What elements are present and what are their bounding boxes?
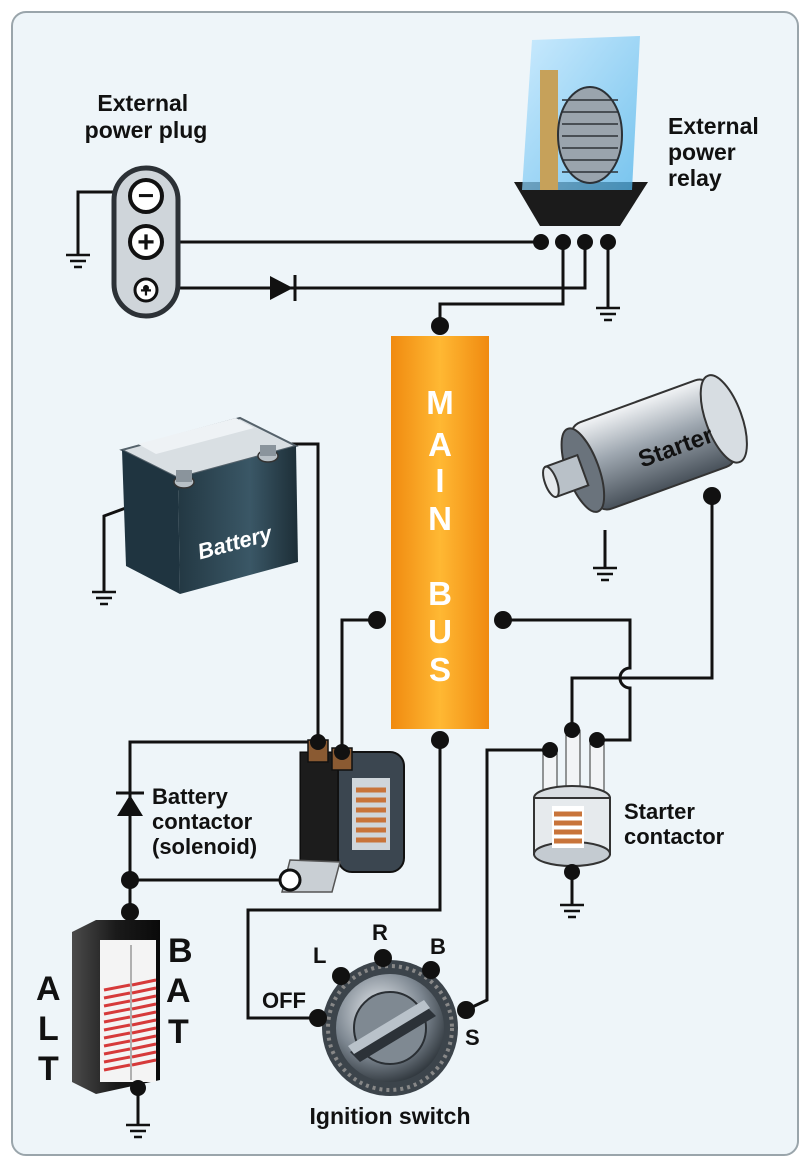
position-b: B: [430, 934, 446, 959]
ignition-switch[interactable]: [309, 949, 475, 1096]
main-bus-letter: M: [426, 384, 454, 421]
main-bus-letter: I: [435, 462, 444, 499]
main-bus: M A I N B U S: [391, 336, 489, 729]
battery-contactor-label: Battery contactor (solenoid): [152, 784, 258, 859]
switch-position-dots: [309, 949, 475, 1027]
svg-text:L: L: [38, 1010, 59, 1048]
main-bus-letter: B: [428, 575, 452, 612]
ground-icon: [66, 253, 90, 269]
plug-plus-symbol: +: [137, 226, 155, 259]
ground-icon: [560, 903, 584, 919]
svg-text:B: B: [168, 932, 193, 970]
main-bus-letter: U: [428, 613, 452, 650]
main-bus-letter: S: [429, 651, 451, 688]
ignition-positions: OFF L R B S: [262, 920, 480, 1050]
position-r: R: [372, 920, 388, 945]
battery: Battery: [119, 416, 299, 594]
position-s: S: [465, 1025, 480, 1050]
svg-text:T: T: [168, 1013, 189, 1051]
connection-dots: [121, 285, 721, 921]
position-off: OFF: [262, 988, 306, 1013]
starter-contactor-label: Starter contactor: [624, 799, 725, 849]
plug-diode-icon: [270, 275, 297, 301]
external-power-plug: − + +: [111, 165, 181, 319]
svg-text:T: T: [38, 1050, 59, 1088]
master-switch[interactable]: [72, 920, 160, 1096]
external-power-plug-label: External power plug: [85, 90, 208, 143]
main-bus-letter: A: [428, 426, 452, 463]
battery-contactor: [278, 734, 405, 893]
external-power-relay: [514, 36, 648, 250]
main-bus-letter: N: [428, 500, 452, 537]
ignition-switch-label: Ignition switch: [310, 1103, 471, 1129]
ground-icon: [126, 1123, 150, 1139]
starter-motor: Starter: [542, 374, 748, 513]
ground-icon: [92, 590, 116, 606]
bat-rocker[interactable]: [131, 978, 157, 1067]
position-l: L: [313, 943, 326, 968]
ground-icon: [593, 566, 617, 582]
svg-text:A: A: [36, 970, 61, 1008]
bat-label: B A T: [166, 932, 193, 1051]
alt-rocker[interactable]: [103, 983, 131, 1072]
ground-symbols: [66, 253, 620, 1139]
alt-diode-icon: [116, 791, 144, 816]
alt-label: A L T: [36, 970, 61, 1088]
external-power-relay-label: External power relay: [668, 113, 765, 191]
plug-minus-symbol: −: [138, 180, 154, 211]
ground-icon: [596, 306, 620, 322]
svg-text:A: A: [166, 972, 191, 1010]
starter-contactor: [533, 722, 611, 880]
